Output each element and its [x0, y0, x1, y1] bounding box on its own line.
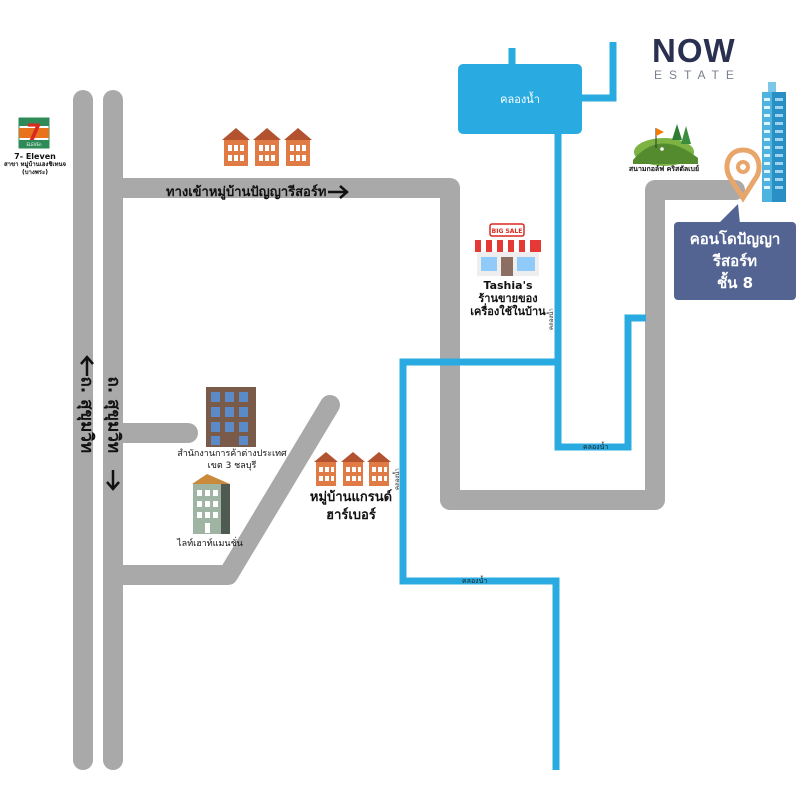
- lighthouse-side-road: [113, 395, 340, 585]
- golf-course-label: สนามกอล์ฟ คริสตัลเบย์: [628, 165, 700, 173]
- location-pin-icon: [724, 147, 762, 203]
- village-houses-icon: [222, 128, 312, 166]
- sukhumvit-road-right-label: ถ. สุขุมวิท: [103, 376, 124, 454]
- arrow-right-icon: [328, 185, 349, 199]
- seven-eleven-brand: ELEVEn: [26, 142, 42, 147]
- seven-eleven-icon: 7 ELEVEn: [18, 117, 50, 149]
- grand-harbor-label-2: ฮาร์เบอร์: [326, 508, 376, 523]
- destination-line-1: คอนโดปัญญารีสอร์ท: [689, 230, 781, 270]
- shop-label: Tashia's ร้านขายของ เครื่องใช้ในบ้าน: [448, 279, 568, 318]
- canal-label-vertical-left: คลองน้ำ: [391, 468, 401, 490]
- shop-icon: BIG SALE: [475, 223, 541, 276]
- logo-text: NOW: [652, 32, 736, 69]
- shop-desc-2: เครื่องใช้ในบ้าน: [470, 305, 546, 318]
- canal-label-vertical-right: คลองน้ำ: [545, 308, 555, 330]
- lighthouse-label: ไลท์เฮาท์แมนชั่น: [177, 539, 243, 549]
- seven-eleven-label: 7- Eleven สาขา หมู่บ้านเฮงชิเทนจ (บางพระ…: [2, 152, 68, 177]
- canal-label-main: คลองน้ำ: [583, 440, 608, 451]
- now-estate-logo: NOW ESTATE: [652, 32, 762, 83]
- seven-eleven-number: 7: [26, 121, 41, 146]
- grand-harbor-label: หมู่บ้านแกรนด์ ฮาร์เบอร์: [296, 489, 406, 525]
- logo-subtext: ESTATE: [654, 68, 741, 82]
- destination-callout: คอนโดปัญญารีสอร์ท ชั้น 8: [674, 222, 796, 300]
- arrow-up-icon: [80, 355, 94, 376]
- sukhumvit-road-left-label: ถ. สุขุมวิท: [76, 376, 97, 454]
- canal-main: [554, 133, 646, 451]
- roads: [73, 90, 745, 770]
- arrow-down-icon: [106, 470, 120, 491]
- office-label-2: เขต 3 ชลบุรี: [207, 461, 257, 471]
- shop-name: Tashia's: [483, 279, 533, 292]
- condo-tower-icon: [762, 82, 786, 202]
- grand-harbor-houses-icon: [314, 452, 391, 486]
- canal-pond: [458, 64, 582, 134]
- seven-eleven-branch-1: สาขา หมู่บ้านเฮงชิเทนจ: [3, 161, 67, 168]
- golf-course-icon: [633, 124, 698, 166]
- destination-line-2: ชั้น 8: [716, 274, 754, 292]
- shop-desc-1: ร้านขายของ: [478, 292, 538, 305]
- village-entrance-label: ทางเข้าหมู่บ้านปัญญารีสอร์ท: [166, 185, 327, 200]
- canals: [399, 42, 646, 770]
- seven-eleven-branch-2: (บางพระ): [22, 169, 48, 176]
- shop-sign-text: BIG SALE: [492, 228, 523, 235]
- office-building-icon: [206, 387, 256, 447]
- office-label: สำนักงานการค้าต่างประเทศ เขต 3 ชลบุรี: [162, 448, 302, 472]
- office-label-1: สำนักงานการค้าต่างประเทศ: [177, 449, 287, 459]
- grand-harbor-label-1: หมู่บ้านแกรนด์: [309, 490, 393, 505]
- seven-eleven-name: 7- Eleven: [14, 152, 56, 161]
- canal-pond-label: คลองน้ำ: [500, 91, 540, 106]
- canal-top-right: [580, 42, 617, 102]
- canal-cross: [399, 358, 560, 770]
- lighthouse-mansion-icon: [192, 474, 230, 534]
- callout-pointer: [718, 204, 740, 224]
- canal-label-lower: คลองน้ำ: [462, 574, 487, 585]
- village-entrance-road: [113, 178, 745, 510]
